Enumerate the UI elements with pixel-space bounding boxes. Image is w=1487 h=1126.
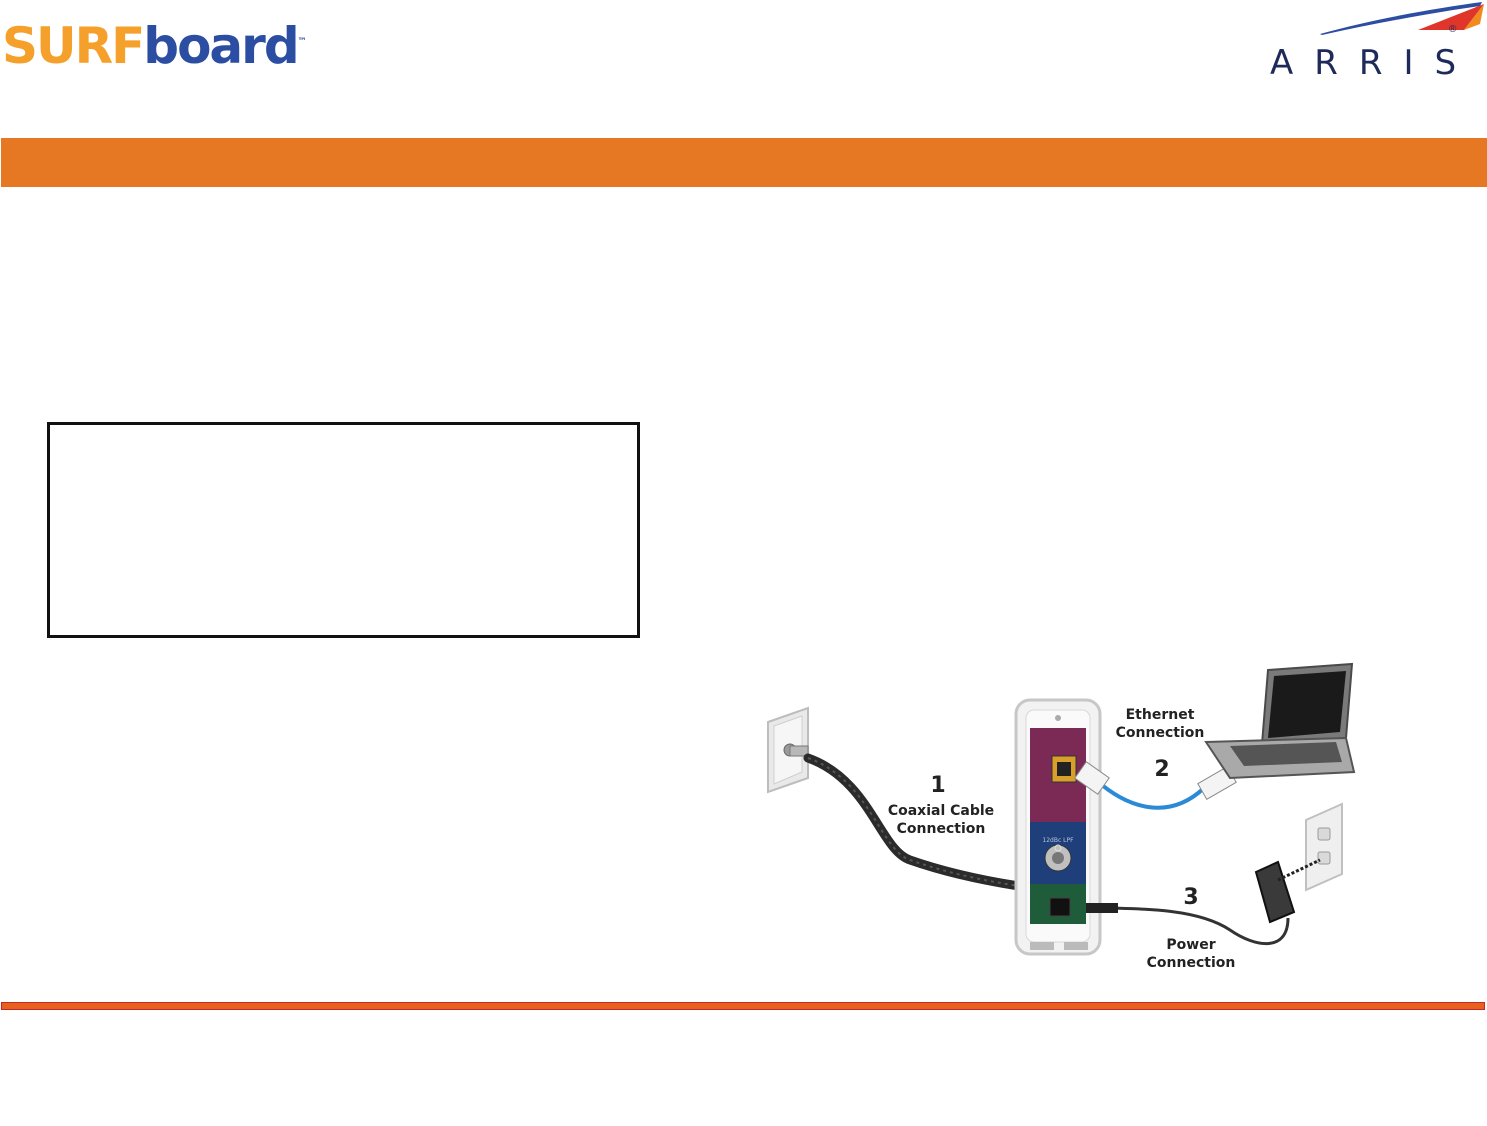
power-adapter-icon [1254, 858, 1321, 924]
step3-label-line1: Power [1166, 937, 1216, 953]
footer-bar [1, 1002, 1485, 1010]
connection-diagram-art: 12dBc LPF [767, 662, 1356, 956]
laptop-icon [1204, 662, 1356, 780]
header-bar [1, 138, 1487, 187]
step1-label: Coaxial Cable Connection [886, 802, 996, 838]
wall-power-outlet-icon [1305, 802, 1343, 892]
step2-label-line1: Ethernet [1125, 707, 1195, 723]
cable-modem-icon [1014, 698, 1102, 956]
power-cable [1089, 906, 1290, 945]
step2-label-line2: Connection [1115, 725, 1205, 741]
step1-label-line2: Connection [896, 821, 986, 837]
note-box [47, 422, 640, 638]
arris-swoosh-icon [1320, 2, 1484, 35]
step1-number: 1 [930, 773, 946, 798]
registered-mark: ® [1449, 24, 1457, 35]
arris-wordmark: ARRIS [1270, 43, 1478, 83]
step2-number: 2 [1154, 757, 1170, 782]
step3-label: Power Connection [1141, 936, 1241, 972]
ethernet-cable [1094, 778, 1206, 810]
connection-diagram: 12dBc LPF Ethernet Connection [760, 660, 1380, 980]
step1-label-line1: Coaxial Cable [887, 803, 995, 819]
wall-coax-outlet-icon [767, 706, 809, 794]
surfboard-logo-board: board [143, 17, 299, 75]
step2-label: Ethernet Connection [1110, 706, 1210, 742]
surfboard-logo: SURFboard™ [2, 16, 322, 76]
step3-number: 3 [1183, 885, 1199, 910]
arris-logo: ® ARRIS [1268, 0, 1487, 80]
surfboard-logo-surf: SURF [2, 17, 145, 75]
trademark-symbol: ™ [297, 37, 307, 47]
step3-label-line2: Connection [1146, 955, 1236, 971]
modem-port-label: 12dBc LPF [1042, 837, 1074, 844]
